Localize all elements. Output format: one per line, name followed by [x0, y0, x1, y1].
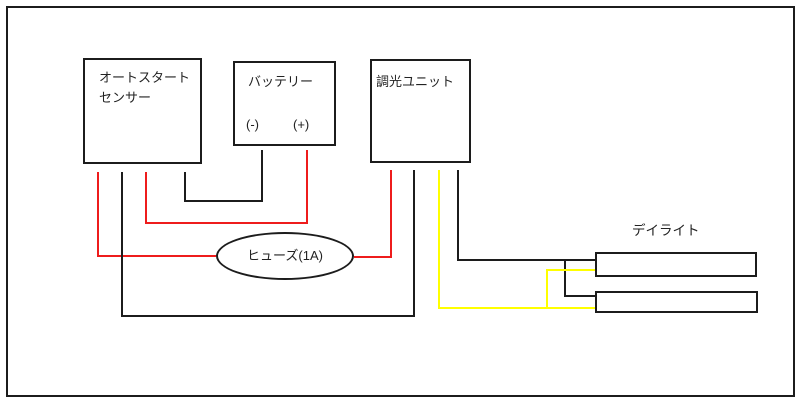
fuse-label: ヒューズ(1A)	[247, 248, 323, 263]
wire-red-sensor-to-fuse-vertical	[97, 172, 99, 257]
wire-black-sensor-to-dimmer-vertical-left	[121, 172, 123, 317]
fuse-ellipse: ヒューズ(1A)	[216, 232, 354, 280]
wire-red-sensor-to-battery-vertical-left	[145, 172, 147, 224]
wire-yellow-dimmer-to-daylight2-horizontal	[438, 307, 595, 309]
auto-start-sensor-label-line2: センサー	[99, 90, 152, 105]
wire-black-battery-minus-vertical	[261, 150, 263, 202]
wire-red-fuse-to-dimmer-vertical	[390, 170, 392, 258]
wire-yellow-dimmer-to-daylight-vertical	[438, 170, 440, 309]
battery-plus-terminal-label: (+)	[293, 117, 310, 132]
wire-black-sensor-to-dimmer-vertical-right	[413, 170, 415, 317]
battery-label: バッテリー	[248, 74, 314, 89]
wire-black-sensor-to-dimmer-horizontal	[121, 315, 415, 317]
auto-start-sensor-box	[83, 58, 202, 164]
wire-black-dimmer-to-daylight1-horizontal	[457, 259, 595, 261]
wire-yellow-dimmer-to-daylight1-horizontal	[546, 269, 595, 271]
wire-black-sensor-to-battery-vertical-left	[184, 172, 186, 202]
wire-black-daylight-branch-vertical	[564, 259, 566, 297]
dimmer-unit-label: 調光ユニット	[376, 74, 455, 89]
wire-black-sensor-to-battery-horizontal	[184, 200, 263, 202]
wire-yellow-daylight-branch-vertical	[546, 271, 548, 309]
auto-start-sensor-label: オートスタート センサー	[99, 68, 190, 108]
wire-black-dimmer-to-daylight-vertical	[457, 170, 459, 261]
wire-red-fuse-to-dimmer-horizontal	[354, 256, 392, 258]
battery-box	[233, 61, 336, 146]
wire-black-dimmer-to-daylight2-horizontal	[564, 295, 595, 297]
wire-red-battery-plus-vertical	[306, 150, 308, 224]
daylight-label: デイライト	[632, 223, 700, 238]
auto-start-sensor-label-line1: オートスタート	[99, 70, 191, 85]
battery-minus-terminal-label: (-)	[246, 117, 259, 132]
wire-red-sensor-to-fuse-horizontal	[97, 255, 216, 257]
dimmer-unit-box	[370, 59, 471, 163]
daylight-bar-top	[595, 252, 757, 277]
daylight-bar-bottom	[595, 291, 758, 313]
wire-red-sensor-to-battery-horizontal	[145, 222, 308, 224]
